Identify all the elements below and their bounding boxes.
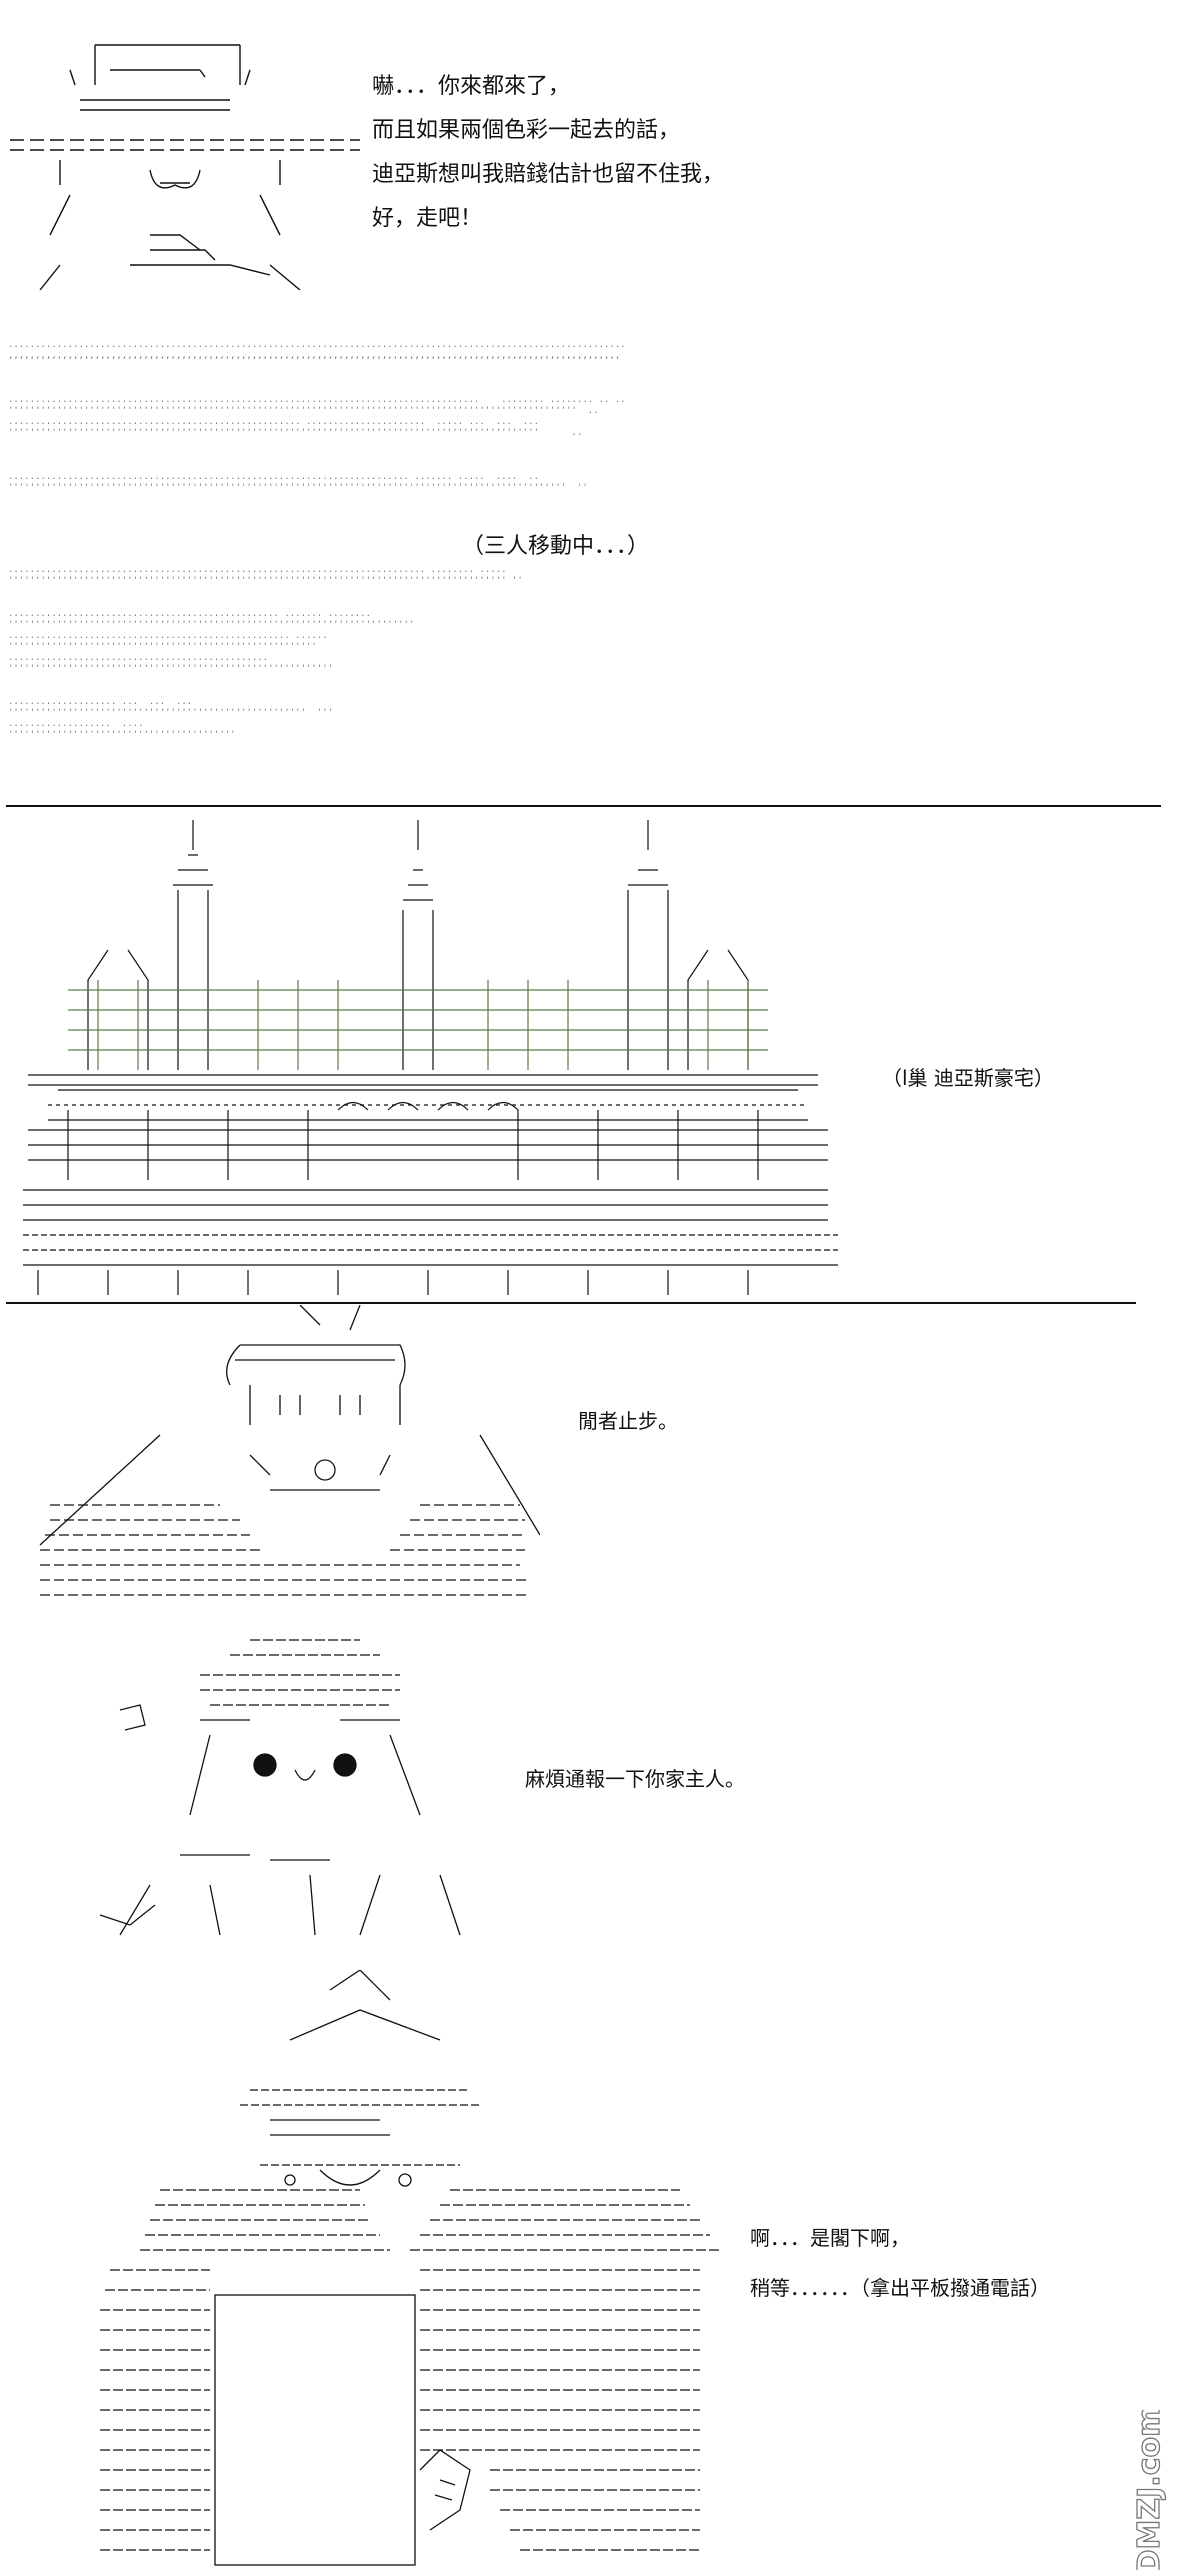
panel-1-dialogue: 嚇．．．你來都來了， 而且如果兩個色彩一起去的話， 迪亞斯想叫我賠錢估計也留不住… (372, 65, 724, 241)
mansion-drawing (23, 820, 838, 1295)
panel-3: 閒者止步。 (0, 1305, 1200, 1605)
panel-divider (6, 1302, 1136, 1304)
panel-2: （l巢 迪亞斯豪宅） (0, 810, 1200, 1300)
panel-divider (6, 805, 1161, 807)
eyes-character-art (60, 1615, 500, 1945)
dialogue-line: 迪亞斯想叫我賠錢估計也留不住我， (372, 162, 725, 187)
dialogue-line: 稍等．．．．．．（拿出平板撥通電話） (750, 2276, 1050, 2300)
panel-3-dialogue: 閒者止步。 (578, 1409, 678, 1433)
dialogue-line: 好，走吧！ (372, 206, 483, 231)
panel-1: 嚇．．．你來都來了， 而且如果兩個色彩一起去的話， 迪亞斯想叫我賠錢估計也留不住… (0, 0, 1200, 300)
character-hat-art (0, 25, 370, 290)
location-caption: （l巢 迪亞斯豪宅） (882, 1066, 1054, 1090)
transition-caption: （三人移動中．．．） (462, 534, 650, 559)
watermark-text: DMZJ.com (1132, 2410, 1167, 2570)
dialogue-line: 啊．．．是閣下啊， (750, 2226, 910, 2250)
panel-5: 啊．．．是閣下啊， 稍等．．．．．．（拿出平板撥通電話） (0, 1970, 1200, 2570)
dialogue-line: 嚇．．．你來都來了， (372, 74, 571, 99)
guard-drawing (39, 1305, 540, 1596)
guard-art (20, 1305, 540, 1605)
transition-dots-bottom: ........................................… (8, 565, 523, 740)
transition-dots-top: ........................................… (8, 340, 626, 493)
watermark: DMZJ.com (1124, 2405, 1194, 2575)
door-guard-drawing (100, 1970, 720, 2566)
dialogue-line: 而且如果兩個色彩一起去的話， (372, 118, 681, 143)
door-guard-art (60, 1970, 740, 2570)
eyes-character-drawing (99, 1639, 461, 1936)
panel-5-dialogue: 啊．．．是閣下啊， 稍等．．．．．．（拿出平板撥通電話） (750, 2213, 1050, 2313)
mansion-art (8, 810, 838, 1300)
hat-character-drawing (10, 44, 360, 290)
panel-4-dialogue: 麻煩通報一下你家主人。 (525, 1767, 745, 1791)
panel-4: 麻煩通報一下你家主人。 (0, 1615, 1200, 1945)
watermark-logo: DMZJ.com (1131, 2405, 1167, 2575)
